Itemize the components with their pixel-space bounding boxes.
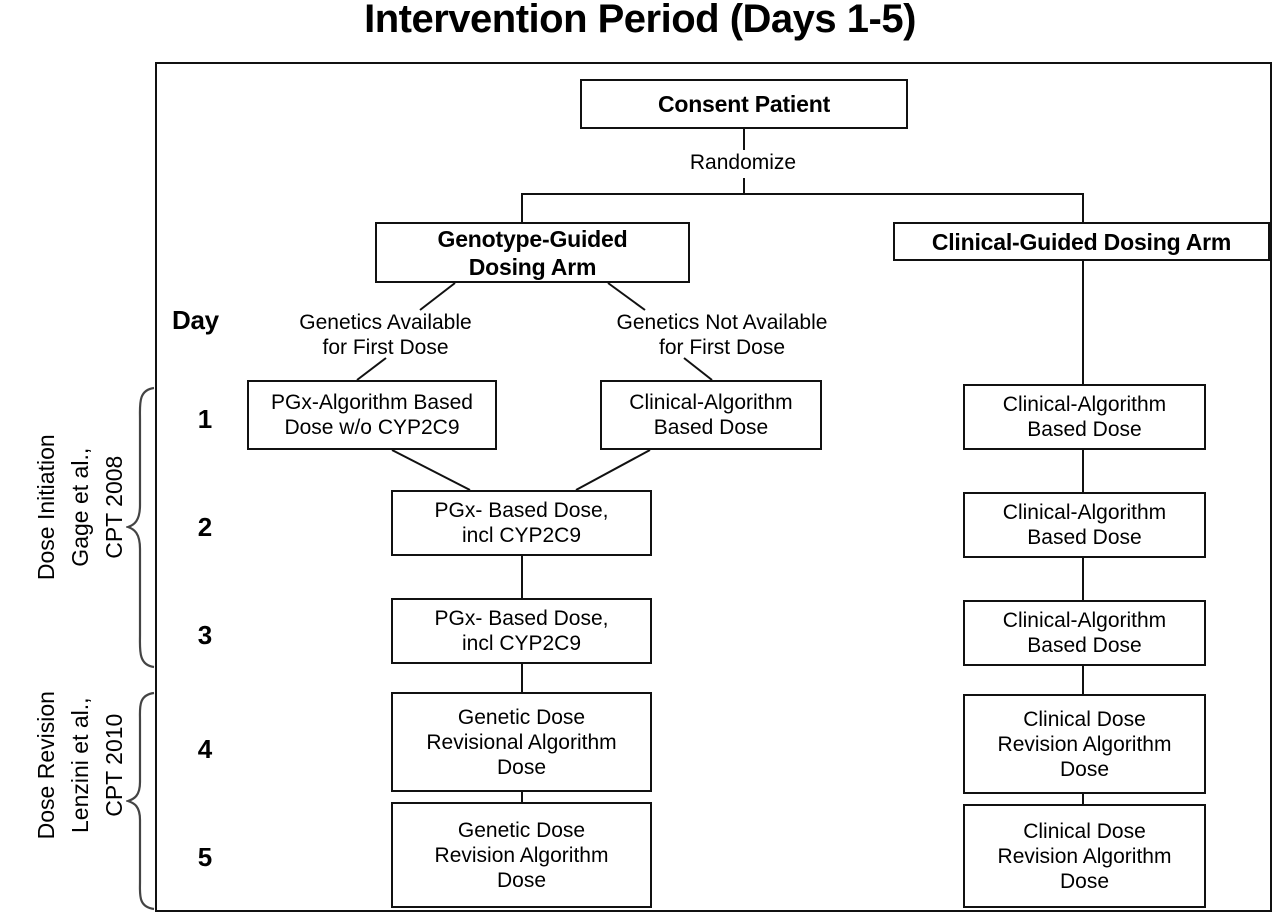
brace-dose-initiation (126, 386, 155, 669)
node-geno-day2-pgx-based-label: PGx- Based Dose, incl CYP2C9 (434, 499, 609, 547)
connector-consent-to-randomize (743, 127, 745, 157)
label-genetics-available: Genetics Available for First Dose (299, 311, 472, 359)
node-clin-day5-clinical-dose-revision-label: Clinical Dose Revision Algorithm Dose (997, 819, 1172, 893)
connector-genotype-day4-to-day5 (521, 792, 523, 802)
connector-genotype-day3-to-day4 (521, 664, 523, 692)
connector-clinical-day2-to-day3 (1082, 558, 1084, 600)
node-clin-day5-clinical-dose-revision[interactable]: Clinical Dose Revision Algorithm Dose (963, 804, 1206, 908)
node-clinical-guided-dosing-arm[interactable]: Clinical-Guided Dosing Arm (893, 222, 1270, 261)
day-number-5: 5 (197, 842, 213, 872)
node-geno-day1-pgx-algorithm-label: PGx-Algorithm Based Dose w/o CYP2C9 (271, 391, 473, 439)
node-clinical-guided-dosing-arm-label: Clinical-Guided Dosing Arm (931, 228, 1232, 255)
brace-dose-revision (126, 691, 155, 911)
node-clin-day4-clinical-dose-revision[interactable]: Clinical Dose Revision Algorithm Dose (963, 694, 1206, 794)
node-consent-patient[interactable]: Consent Patient (580, 79, 908, 129)
day-number-3: 3 (197, 620, 213, 650)
connector-clinical-day3-to-day4 (1082, 666, 1084, 694)
day-number-1: 1 (197, 404, 213, 434)
connector-branch-horizontal (521, 193, 1083, 195)
node-clin-day4-clinical-dose-revision-label: Clinical Dose Revision Algorithm Dose (997, 707, 1172, 781)
connector-randomize-to-branch (743, 178, 745, 194)
node-geno-day3-pgx-based[interactable]: PGx- Based Dose, incl CYP2C9 (391, 598, 652, 664)
node-clin-day2-clinical-algorithm-label: Clinical-Algorithm Based Dose (1002, 501, 1167, 549)
day-number-4: 4 (197, 734, 213, 764)
label-genetics-not-available: Genetics Not Available for First Dose (616, 311, 828, 359)
node-geno-day1-pgx-algorithm[interactable]: PGx-Algorithm Based Dose w/o CYP2C9 (247, 380, 497, 450)
day-number-2: 2 (197, 512, 213, 542)
node-genotype-guided-dosing-arm-label: Genotype-Guided Dosing Arm (437, 225, 628, 280)
node-geno-day5-genetic-dose-revision-label: Genetic Dose Revision Algorithm Dose (434, 818, 609, 892)
connector-clinical-arm-to-day1 (1082, 260, 1084, 384)
node-clin-day1-clinical-algorithm[interactable]: Clinical-Algorithm Based Dose (963, 384, 1206, 450)
node-clin-day1-clinical-algorithm-label: Clinical-Algorithm Based Dose (1002, 393, 1167, 441)
node-geno-day4-genetic-dose-revisional-label: Genetic Dose Revisional Algorithm Dose (426, 705, 617, 779)
diagram-frame (155, 62, 1272, 912)
node-geno-day5-genetic-dose-revision[interactable]: Genetic Dose Revision Algorithm Dose (391, 802, 652, 908)
node-clin-day3-clinical-algorithm-label: Clinical-Algorithm Based Dose (1002, 609, 1167, 657)
node-geno-day1-clinical-algorithm-label: Clinical-Algorithm Based Dose (629, 391, 793, 439)
connector-branch-to-clinical-arm (1082, 193, 1084, 223)
node-clin-day2-clinical-algorithm[interactable]: Clinical-Algorithm Based Dose (963, 492, 1206, 558)
node-consent-patient-label: Consent Patient (657, 91, 831, 117)
connector-clinical-day1-to-day2 (1082, 450, 1084, 492)
day-column-header: Day (172, 305, 219, 335)
connector-branch-to-genotype-arm (521, 193, 523, 223)
connector-genotype-day2-to-day3 (521, 556, 523, 600)
randomize-label: Randomize (668, 150, 818, 175)
node-clin-day3-clinical-algorithm[interactable]: Clinical-Algorithm Based Dose (963, 600, 1206, 666)
node-geno-day4-genetic-dose-revisional[interactable]: Genetic Dose Revisional Algorithm Dose (391, 692, 652, 792)
node-geno-day1-clinical-algorithm[interactable]: Clinical-Algorithm Based Dose (600, 380, 822, 450)
page-title: Intervention Period (Days 1-5) (364, 0, 916, 41)
connector-clinical-day4-to-day5 (1082, 794, 1084, 804)
node-genotype-guided-dosing-arm[interactable]: Genotype-Guided Dosing Arm (375, 222, 690, 283)
node-geno-day3-pgx-based-label: PGx- Based Dose, incl CYP2C9 (434, 607, 609, 655)
node-geno-day2-pgx-based[interactable]: PGx- Based Dose, incl CYP2C9 (391, 490, 652, 556)
